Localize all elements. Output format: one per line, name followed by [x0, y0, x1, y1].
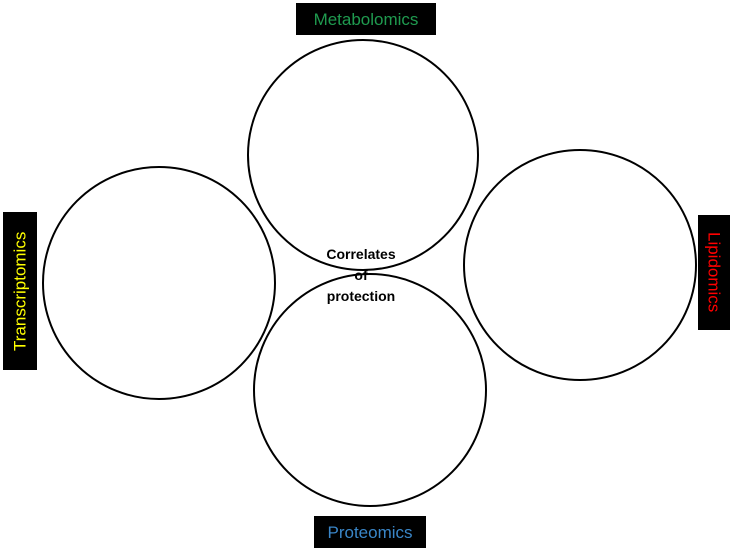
proteomics-label: Proteomics — [314, 516, 426, 548]
transcriptomics-label: Transcriptomics — [3, 212, 37, 370]
metabolomics-label-text: Metabolomics — [313, 9, 419, 29]
metabolomics-circle — [247, 39, 479, 271]
metabolomics-label: Metabolomics — [296, 3, 436, 35]
center-label: Correlates of protection — [326, 246, 396, 304]
lipidomics-label: Lipidomics — [698, 215, 730, 330]
transcriptomics-label-text: Transcriptomics — [10, 231, 30, 351]
proteomics-label-text: Proteomics — [327, 522, 413, 542]
transcriptomics-circle — [42, 166, 276, 400]
lipidomics-circle — [463, 149, 697, 381]
lipidomics-label-text: Lipidomics — [704, 232, 724, 313]
proteomics-circle — [253, 273, 487, 507]
